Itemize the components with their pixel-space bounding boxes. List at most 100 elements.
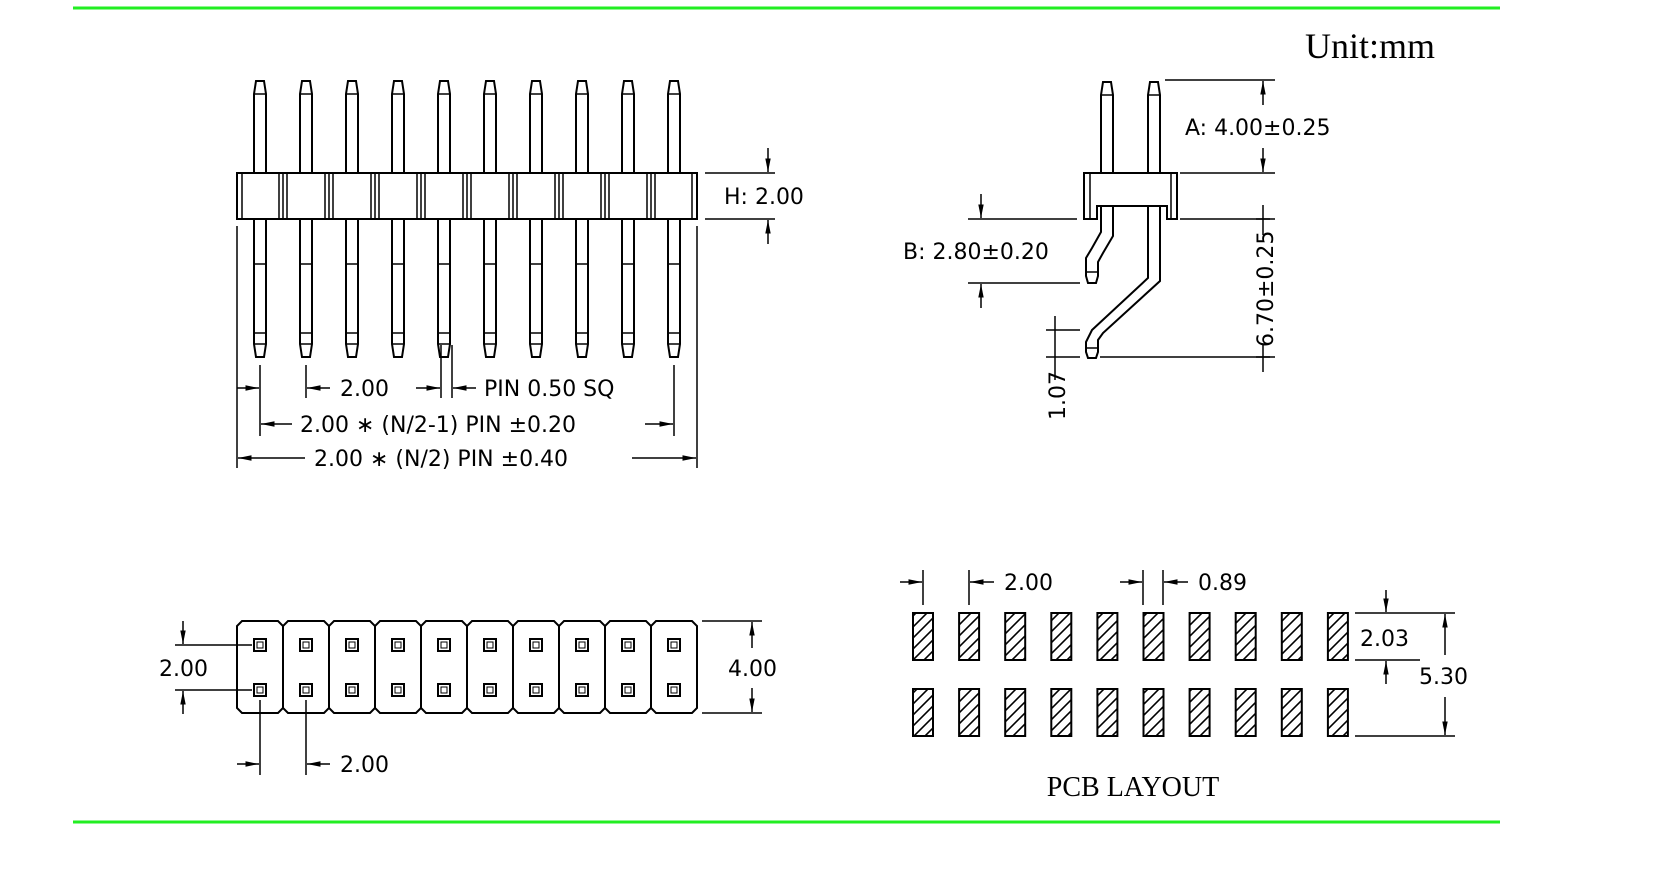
front-pin-upper xyxy=(529,80,543,173)
pin-square-outer xyxy=(621,683,635,697)
pcb-layout: 2.00 0.89 2.03 5.30 PCB LAYOUT xyxy=(900,570,1468,803)
pcb-pad-bottom xyxy=(1142,688,1165,737)
bottom-cell xyxy=(328,620,376,714)
pin-square-outer xyxy=(345,638,359,652)
pin-square-outer xyxy=(437,683,451,697)
outer-span-label: 2.00 ∗ (N/2) PIN ±0.40 xyxy=(314,447,568,472)
pin-square-outer xyxy=(483,638,497,652)
pin-square-outer xyxy=(575,638,589,652)
pcb-pad-top xyxy=(1142,612,1165,661)
front-pin-lower xyxy=(529,219,543,358)
pcb-pad-bottom xyxy=(1326,688,1349,737)
pin-square-inner xyxy=(670,686,678,694)
pcb-pad-top xyxy=(1004,612,1027,661)
front-pin-lower xyxy=(621,219,635,358)
front-pin-lower xyxy=(391,219,405,358)
pin-square-inner xyxy=(578,686,586,694)
pcb-pad-bottom xyxy=(1188,688,1211,737)
front-pin-lower xyxy=(437,219,451,358)
front-pin-upper xyxy=(299,80,313,173)
bottom-cell xyxy=(374,620,422,714)
side-pin-upper-left xyxy=(1100,81,1114,173)
pin-square-outer xyxy=(529,683,543,697)
col-pitch-label: 2.00 xyxy=(340,753,389,778)
pin-square-inner xyxy=(440,686,448,694)
front-pin-upper xyxy=(483,80,497,173)
pin-square-outer xyxy=(299,683,313,697)
pin-square-inner xyxy=(532,641,540,649)
pin-square-outer xyxy=(437,638,451,652)
bottom-cell xyxy=(236,620,284,714)
b-dimension-label: B: 2.80±0.20 xyxy=(903,240,1049,265)
pcb-pad-bottom xyxy=(1050,688,1073,737)
pin-square-inner xyxy=(532,686,540,694)
front-pin-upper xyxy=(345,80,359,173)
pin-size-label: PIN 0.50 SQ xyxy=(484,377,614,402)
pin-square-outer xyxy=(253,638,267,652)
pin-square-inner xyxy=(578,641,586,649)
front-pin-upper xyxy=(253,80,267,173)
pin-square-inner xyxy=(348,686,356,694)
row-span-label: 5.30 xyxy=(1419,665,1468,690)
bottom-cell xyxy=(650,620,698,714)
pin-square-outer xyxy=(529,638,543,652)
c-dimension-label: 6.70±0.25 xyxy=(1254,231,1279,347)
row-pitch-label: 2.00 xyxy=(159,657,208,682)
bottom-cell xyxy=(420,620,468,714)
front-pin-lower xyxy=(345,219,359,358)
front-pin-upper xyxy=(621,80,635,173)
front-pin-lower xyxy=(483,219,497,358)
front-pin-lower xyxy=(575,219,589,358)
pin-square-inner xyxy=(440,641,448,649)
pin-square-outer xyxy=(575,683,589,697)
pcb-pitch-label: 2.00 xyxy=(1004,571,1053,596)
a-dimension-label: A: 4.00±0.25 xyxy=(1185,116,1330,141)
pin-square-inner xyxy=(302,641,310,649)
pin-square-inner xyxy=(486,686,494,694)
front-pin-upper xyxy=(575,80,589,173)
pin-square-inner xyxy=(624,641,632,649)
pad-length-label: 2.03 xyxy=(1360,627,1409,652)
side-pin-bent-short xyxy=(1085,206,1114,284)
side-body xyxy=(1083,172,1178,220)
pin-square-outer xyxy=(621,638,635,652)
unit-label: Unit:mm xyxy=(1305,26,1435,66)
pcb-pad-bottom xyxy=(1004,688,1027,737)
pcb-pad-top xyxy=(1050,612,1073,661)
pin-square-inner xyxy=(394,686,402,694)
inner-span-label: 2.00 ∗ (N/2-1) PIN ±0.20 xyxy=(300,413,576,438)
front-pin-lower xyxy=(253,219,267,358)
pcb-pad-top xyxy=(1234,612,1257,661)
d-dimension-label: 1.07 xyxy=(1046,371,1071,420)
front-pin-upper xyxy=(391,80,405,173)
pcb-pad-top xyxy=(1326,612,1349,661)
pin-square-inner xyxy=(670,641,678,649)
pcb-pad-bottom xyxy=(1234,688,1257,737)
pcb-pad-bottom xyxy=(1280,688,1303,737)
pcb-pad-top xyxy=(1280,612,1303,661)
pin-square-inner xyxy=(624,686,632,694)
front-pin-upper xyxy=(667,80,681,173)
front-pin-lower xyxy=(667,219,681,358)
front-pin-upper xyxy=(437,80,451,173)
front-pin-lower xyxy=(299,219,313,358)
pin-square-outer xyxy=(667,638,681,652)
pin-square-outer xyxy=(299,638,313,652)
pcb-pad-top xyxy=(1188,612,1211,661)
pcb-pad-top xyxy=(912,612,934,661)
side-view: A: 4.00±0.25 B: 2.80±0.20 6.70±0.25 1.07 xyxy=(903,79,1330,420)
pin-square-inner xyxy=(256,686,264,694)
pin-square-inner xyxy=(256,641,264,649)
pcb-pad-bottom xyxy=(912,688,934,737)
pin-square-inner xyxy=(394,641,402,649)
height-label: H: 2.00 xyxy=(724,185,804,210)
bottom-cell xyxy=(604,620,652,714)
pin-square-outer xyxy=(391,683,405,697)
pin-square-inner xyxy=(348,641,356,649)
pin-square-outer xyxy=(253,683,267,697)
pitch-label: 2.00 xyxy=(340,377,389,402)
pin-square-inner xyxy=(486,641,494,649)
front-view: H: 2.00 2.00 PIN 0.50 SQ 2.00 ∗ (N/2-1) … xyxy=(236,80,804,472)
pin-square-outer xyxy=(667,683,681,697)
